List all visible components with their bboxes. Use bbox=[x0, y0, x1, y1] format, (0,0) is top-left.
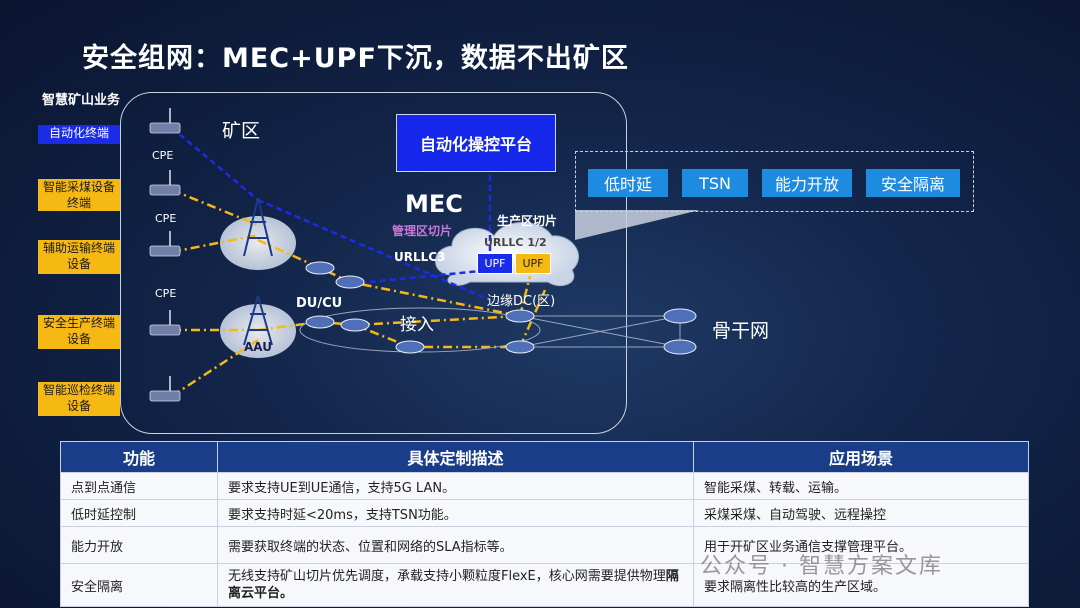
edge-dc-label: 边缘DC(区) bbox=[487, 294, 556, 309]
cell-function: 安全隔离 bbox=[60, 563, 218, 607]
cpe-device-5 bbox=[149, 390, 181, 402]
device-label-mining-text: 智能采煤设备终端 bbox=[42, 180, 115, 210]
tower-glow-upper bbox=[220, 216, 296, 270]
cpe-label-1: CPE bbox=[152, 149, 174, 162]
automation-platform-label: 自动化操控平台 bbox=[419, 135, 532, 154]
spec-table: 功能 具体定制描述 应用场景 点到点通信 要求支持UE到UE通信，支持5G LA… bbox=[60, 441, 1029, 607]
mgmt-slice-label: 管理区切片 bbox=[392, 224, 453, 238]
router-1 bbox=[305, 261, 335, 275]
cell-scenario: 要求隔离性比较高的生产区域。 bbox=[693, 563, 1029, 607]
link-yellow-7 bbox=[518, 275, 532, 317]
header-description: 具体定制描述 bbox=[217, 441, 694, 473]
device-label-transport-text: 辅助运输终端设备 bbox=[42, 241, 115, 271]
device-label-inspection: 智能巡检终端设备 bbox=[38, 382, 120, 416]
cell-description-bold: 隔离云平台。 bbox=[228, 569, 679, 601]
device-label-transport: 辅助运输终端设备 bbox=[38, 240, 120, 274]
feature-security-isolation: 安全隔离 bbox=[866, 169, 960, 197]
link-gray-4 bbox=[519, 315, 681, 348]
link-yellow-1 bbox=[171, 188, 259, 227]
device-label-safety: 安全生产终端设备 bbox=[38, 315, 120, 349]
link-yellow-8 bbox=[518, 289, 547, 348]
feature-capability-open: 能力开放 bbox=[762, 169, 852, 197]
link-yellow-6 bbox=[257, 320, 520, 349]
backbone-router-2 bbox=[663, 339, 697, 355]
device-label-automation: 自动化终端 bbox=[38, 125, 120, 144]
router-3 bbox=[305, 315, 335, 329]
table-row: 低时延控制 要求支持时延<20ms，支持TSN功能。 采煤采煤、自动驾驶、远程操… bbox=[60, 499, 1029, 527]
mec-label: MEC bbox=[405, 190, 463, 218]
cell-description: 要求支持UE到UE通信，支持5G LAN。 bbox=[217, 472, 694, 500]
page-title: 安全组网：MEC+UPF下沉，数据不出矿区 bbox=[82, 43, 629, 74]
aau-label: AAU bbox=[244, 340, 272, 354]
link-blue-2 bbox=[257, 198, 491, 302]
backbone-label: 骨干网 bbox=[712, 320, 770, 342]
watermark: 公众号 · 智慧方案文库 bbox=[700, 554, 943, 579]
cell-function: 点到点通信 bbox=[60, 472, 218, 500]
cpe-device-2 bbox=[149, 184, 181, 196]
upf-box-blue: UPF bbox=[477, 253, 513, 274]
cell-description: 要求支持时延<20ms，支持TSN功能。 bbox=[217, 499, 694, 527]
ducu-label: DU/CU bbox=[296, 296, 343, 311]
cell-description: 无线支持矿山切片优先调度，承载支持小颗粒度FlexE，核心网需要提供物理隔离云平… bbox=[217, 563, 694, 607]
table-header-row: 功能 具体定制描述 应用场景 bbox=[60, 441, 1029, 473]
backbone-router-1 bbox=[663, 308, 697, 324]
cpe-device-3 bbox=[149, 245, 181, 257]
device-label-inspection-text: 智能巡检终端设备 bbox=[42, 383, 115, 413]
access-label: 接入 bbox=[400, 315, 434, 335]
features-box bbox=[575, 151, 974, 212]
cell-scenario: 采煤采煤、自动驾驶、远程操控 bbox=[693, 499, 1029, 527]
feature-tsn: TSN bbox=[682, 169, 748, 197]
cell-function: 低时延控制 bbox=[60, 499, 218, 527]
urllc3-label: URLLC3 bbox=[394, 250, 446, 264]
link-blue-4 bbox=[339, 268, 491, 287]
tower-lower bbox=[243, 295, 273, 346]
feature-callout bbox=[575, 210, 700, 240]
router-4 bbox=[340, 318, 370, 332]
feature-low-latency: 低时延 bbox=[588, 169, 668, 197]
link-yellow-4 bbox=[171, 338, 259, 398]
router-2 bbox=[335, 275, 365, 289]
router-7 bbox=[505, 340, 535, 354]
router-5 bbox=[395, 340, 425, 354]
cpe-device-4 bbox=[149, 324, 181, 336]
access-ring bbox=[299, 307, 541, 353]
link-yellow-5 bbox=[257, 238, 521, 318]
device-label-mining: 智能采煤设备终端 bbox=[38, 179, 120, 211]
cpe-label-2: CPE bbox=[155, 212, 177, 225]
cpe-device-1 bbox=[149, 122, 181, 134]
business-title: 智慧矿山业务 bbox=[42, 93, 121, 108]
urllc12-label: URLLC 1/2 bbox=[484, 236, 547, 249]
cell-scenario: 智能采煤、转载、运输。 bbox=[693, 472, 1029, 500]
automation-platform: 自动化操控平台 bbox=[396, 114, 556, 172]
link-yellow-9 bbox=[354, 314, 521, 327]
header-scenario: 应用场景 bbox=[693, 441, 1029, 473]
upf-box-yellow: UPF bbox=[515, 253, 551, 274]
header-function: 功能 bbox=[60, 441, 218, 473]
cpe-label-3: CPE bbox=[155, 287, 177, 300]
prod-slice-label: 生产区切片 bbox=[497, 214, 558, 228]
router-6 bbox=[505, 309, 535, 323]
link-blue-1 bbox=[171, 127, 259, 201]
device-label-safety-text: 安全生产终端设备 bbox=[42, 316, 115, 346]
tower-upper bbox=[243, 197, 273, 257]
link-yellow-2 bbox=[171, 233, 259, 254]
mine-area-box bbox=[120, 92, 627, 434]
cell-description: 需要获取终端的状态、位置和网络的SLA指标等。 bbox=[217, 526, 694, 564]
table-row: 安全隔离 无线支持矿山切片优先调度，承载支持小颗粒度FlexE，核心网需要提供物… bbox=[60, 563, 1029, 607]
cell-function: 能力开放 bbox=[60, 526, 218, 564]
cell-description-text: 无线支持矿山切片优先调度，承载支持小颗粒度FlexE，核心网需要提供物理 bbox=[228, 569, 666, 584]
mine-area-label: 矿区 bbox=[222, 120, 261, 142]
table-row: 点到点通信 要求支持UE到UE通信，支持5G LAN。 智能采煤、转载、运输。 bbox=[60, 472, 1029, 500]
